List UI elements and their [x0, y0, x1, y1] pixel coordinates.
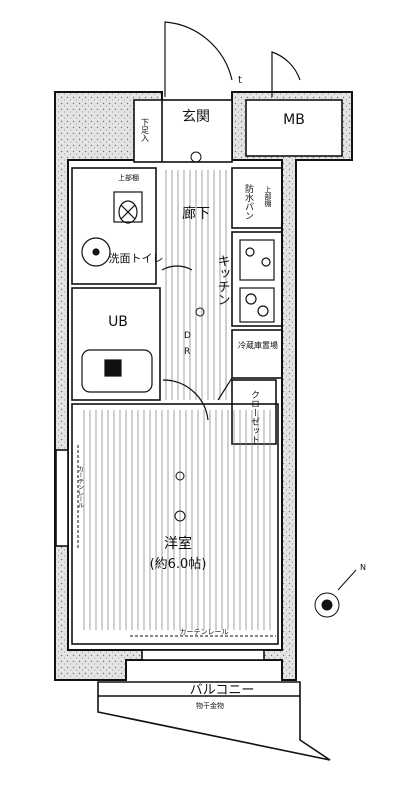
kitchen-label: キッチン: [215, 254, 230, 306]
shoe-storage-label: 下足入: [141, 118, 150, 142]
north-label: N: [360, 563, 366, 572]
waterproof-pan-label: 防水パン: [243, 183, 254, 220]
room-door: [162, 379, 209, 421]
closet-label: クローゼット: [249, 390, 260, 444]
fridge-space-label: 冷蔵庫置場: [238, 340, 278, 350]
mb-label: MB: [283, 112, 305, 128]
washbasin-icon: [81, 237, 111, 267]
toilet-icon: [113, 191, 143, 224]
western-room-label: 洋室: [164, 535, 192, 552]
interior-walls: [55, 99, 343, 761]
r-mark: R: [184, 347, 190, 357]
toilet-door: [161, 265, 193, 271]
bathtub-icon: [81, 349, 153, 393]
entrance-label: 玄関: [182, 108, 210, 125]
floor-boards: [83, 170, 271, 630]
ub-label: UB: [108, 314, 128, 330]
western-room-size: (約6.0帖): [150, 557, 207, 572]
ceiling-light-icon: [174, 151, 205, 522]
closet-door: [217, 377, 233, 401]
balcony-label: バルコニー: [190, 683, 255, 698]
curtain-rail-bottom-label: カーテンレール: [180, 628, 229, 636]
curtain-rails: [77, 445, 276, 637]
stove-icon: [239, 287, 275, 323]
sink-icon: [239, 239, 275, 281]
outer-walls: [54, 91, 353, 681]
meter-t-label: t: [238, 75, 242, 86]
upper-shelf-right-label: 上部棚: [264, 185, 272, 208]
entrance-door: [164, 21, 233, 97]
laundry-hanger-label: 物干金物: [196, 701, 224, 710]
curtain-rail-left-label: カーテンレール: [77, 466, 84, 508]
upper-shelf-toilet-label: 上部棚: [118, 173, 139, 182]
d-mark: D: [184, 331, 191, 341]
washroom-toilet-label: 洗面トイレ: [109, 252, 164, 265]
corridor-label: 廊下: [182, 205, 210, 222]
compass-icon: [314, 569, 357, 618]
doors: [161, 21, 301, 421]
mb-door: [271, 51, 301, 97]
